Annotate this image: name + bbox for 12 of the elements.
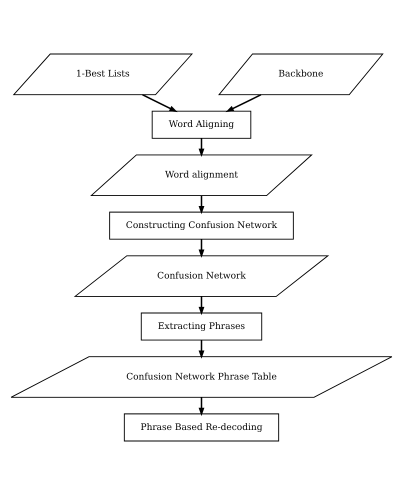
node-box: Extracting Phrases (140, 312, 262, 340)
node-box: Constructing Confusion Network (109, 211, 294, 240)
arrow (198, 195, 204, 214)
arrow (198, 296, 204, 315)
node-box: Phrase Based Re-decoding (124, 412, 280, 441)
arrow (226, 94, 262, 112)
arrow (198, 138, 204, 156)
arrow (198, 396, 204, 416)
arrow (142, 94, 178, 112)
arrow (198, 238, 204, 258)
arrow (198, 340, 204, 358)
node-box: Word Aligning (152, 110, 252, 138)
